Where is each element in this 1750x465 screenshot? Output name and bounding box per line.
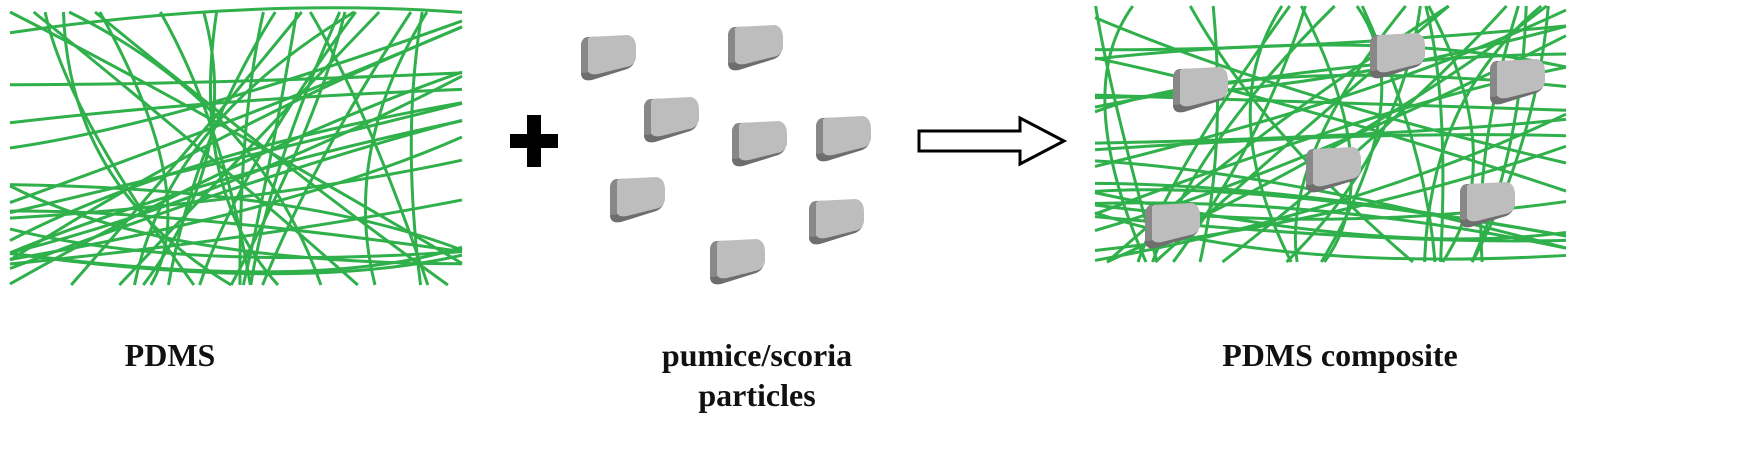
fiber-strand bbox=[9, 6, 463, 35]
fiber-strand bbox=[9, 119, 463, 255]
fiber-strand bbox=[229, 11, 347, 286]
fiber-strand bbox=[9, 70, 463, 286]
fiber-strand bbox=[1424, 5, 1445, 263]
fiber-strand bbox=[70, 11, 303, 286]
particle bbox=[732, 121, 787, 167]
particle bbox=[728, 25, 783, 71]
particle bbox=[644, 97, 699, 143]
particle bbox=[1306, 147, 1361, 193]
fiber-strand bbox=[208, 11, 280, 287]
fiber-strand bbox=[94, 10, 449, 287]
fiber-strand bbox=[1198, 5, 1220, 263]
pdms-label: PDMS bbox=[124, 337, 216, 373]
pdms-composite-label: PDMS composite bbox=[1222, 337, 1458, 373]
hollow-arrow-icon bbox=[917, 115, 1068, 167]
particles-label-line1: pumice/scoria bbox=[661, 337, 853, 373]
fiber-strand bbox=[9, 183, 463, 252]
fiber-strand bbox=[9, 71, 463, 87]
fiber-strand bbox=[1094, 181, 1567, 238]
particle bbox=[1490, 59, 1545, 105]
fiber-strand bbox=[1094, 56, 1567, 193]
fiber-strand bbox=[309, 11, 430, 286]
fiber-strand bbox=[363, 11, 429, 286]
particles-label-line2: particles bbox=[698, 377, 816, 413]
fiber-strand bbox=[1094, 43, 1567, 69]
fiber-strand bbox=[1094, 8, 1567, 168]
pumice-scoria-particles bbox=[581, 25, 871, 285]
fiber-strand bbox=[198, 11, 357, 286]
fiber-strand bbox=[1479, 5, 1520, 263]
fiber-strand bbox=[1427, 5, 1475, 263]
fiber-strand bbox=[1094, 117, 1567, 145]
fiber-strand bbox=[1094, 112, 1567, 262]
particle bbox=[581, 35, 636, 81]
fiber-strand bbox=[98, 11, 170, 286]
fiber-strand bbox=[1094, 16, 1567, 165]
particle bbox=[610, 177, 665, 223]
particle bbox=[809, 199, 864, 245]
plus-icon bbox=[510, 115, 558, 167]
fiber-strand bbox=[68, 10, 323, 286]
particle bbox=[710, 239, 765, 285]
particle bbox=[1460, 182, 1515, 228]
fiber-strand bbox=[1423, 4, 1543, 263]
fiber-strand bbox=[241, 11, 299, 286]
fiber-strand bbox=[9, 74, 463, 255]
fiber-strand bbox=[1188, 5, 1414, 264]
fiber-strand bbox=[261, 11, 413, 286]
fiber-strand bbox=[1470, 5, 1528, 263]
fiber-strand bbox=[62, 11, 232, 287]
fiber-strand bbox=[9, 198, 463, 266]
fiber-strand bbox=[32, 10, 359, 287]
particles-label: pumice/scoria particles bbox=[607, 335, 907, 415]
fiber-strand bbox=[9, 101, 463, 242]
particle bbox=[816, 116, 871, 162]
fiber-strand bbox=[9, 184, 463, 266]
fiber-strand bbox=[9, 25, 463, 262]
fiber-strand bbox=[9, 102, 463, 215]
pdms-fiber-network bbox=[9, 6, 463, 287]
fiber-strand bbox=[133, 10, 355, 286]
fiber-strand bbox=[1470, 5, 1550, 263]
fiber-strand bbox=[43, 11, 196, 286]
